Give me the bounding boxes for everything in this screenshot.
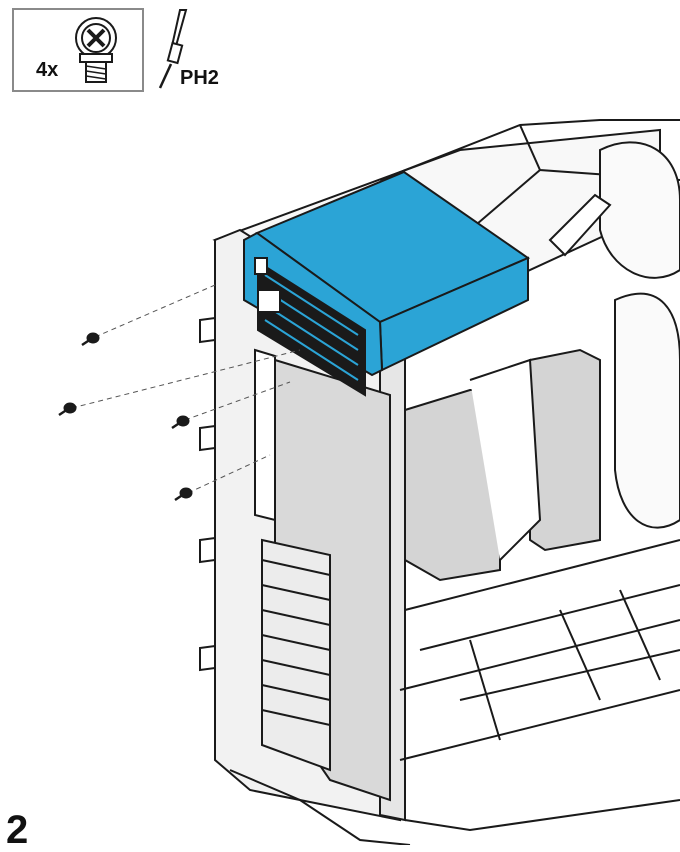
screw-2 xyxy=(58,402,77,417)
hardware-callout-box xyxy=(12,8,144,92)
power-supply-unit xyxy=(243,170,531,397)
step-number: 2 xyxy=(6,808,29,852)
screw-count-label: 4x xyxy=(36,59,59,81)
screw-1 xyxy=(81,332,100,347)
screwdriver-icon xyxy=(158,9,188,89)
screw-4 xyxy=(174,487,193,502)
screw-alignment-guides xyxy=(71,284,301,494)
screwdriver-type-label: PH2 xyxy=(180,67,219,89)
screw-3 xyxy=(171,415,190,430)
psu-screws xyxy=(58,332,193,502)
screw-icon xyxy=(75,17,117,83)
